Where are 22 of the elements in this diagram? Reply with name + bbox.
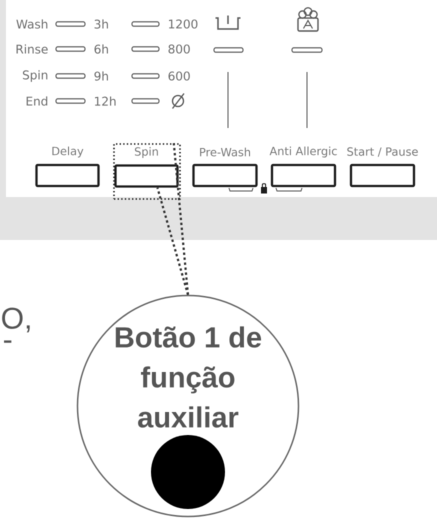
selection-box xyxy=(113,143,181,200)
leader-line xyxy=(172,143,190,295)
callout-text: Botão 1 de função auxiliar xyxy=(116,326,262,428)
option-label: End xyxy=(26,96,48,106)
option-label: Rinse xyxy=(16,44,48,54)
delay-time: 9h xyxy=(94,71,108,81)
button-label: Spin xyxy=(134,147,158,158)
spin-speed: 800 xyxy=(168,44,190,54)
spin-speed: 600 xyxy=(168,71,190,81)
button-label: Anti Allergic xyxy=(270,146,337,158)
button-label: Delay xyxy=(52,146,84,158)
delay-time: 12h xyxy=(95,96,116,106)
leader-line xyxy=(156,187,190,296)
option-label: Wash xyxy=(16,19,48,29)
button-label: Pre-Wash xyxy=(200,148,250,156)
delay-time: 6h xyxy=(94,44,108,54)
option-label: Spin xyxy=(22,70,48,82)
delay-time: 3h xyxy=(94,19,108,29)
text-fragment: O, xyxy=(2,308,30,332)
spin-speed: 1200 xyxy=(169,19,198,29)
button-label: Start / Pause xyxy=(347,147,418,157)
text-fragment: - xyxy=(4,340,12,343)
